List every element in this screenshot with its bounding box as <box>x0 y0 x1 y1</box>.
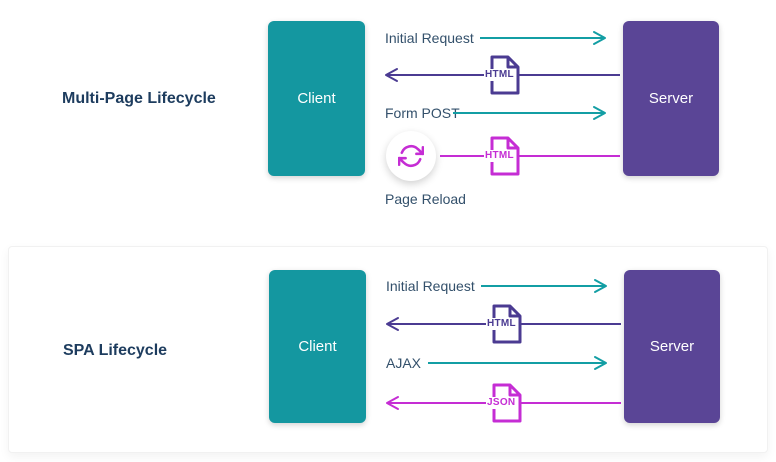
client-box-label: Client <box>297 90 336 107</box>
page-reload-label: Page Reload <box>385 191 466 207</box>
server-box: Server <box>624 270 720 423</box>
panel-spa-lifecycle: SPA Lifecycle Client Server Initial Requ… <box>8 246 768 453</box>
file-type-badge: HTML <box>484 69 515 81</box>
request-arrow-right-icon <box>428 356 607 370</box>
server-box-label: Server <box>649 338 695 355</box>
flow-label-initial-request: Initial Request <box>385 30 474 46</box>
server-box: Server <box>623 21 719 176</box>
flow-label-form-post: Form POST <box>385 105 460 121</box>
page-reload-icon <box>386 131 436 181</box>
request-arrow-right-icon <box>453 106 606 120</box>
html-file-icon: HTML <box>486 304 523 344</box>
html-file-icon: HTML <box>484 55 521 95</box>
flow-label-initial-request: Initial Request <box>386 278 475 294</box>
client-box: Client <box>268 21 365 176</box>
request-arrow-right-icon <box>481 279 607 293</box>
panel-multi-page-lifecycle: Multi-Page Lifecycle Client Server Initi… <box>62 21 719 207</box>
server-box-label: Server <box>648 90 694 107</box>
panel-title: Multi-Page Lifecycle <box>62 90 216 107</box>
client-box: Client <box>269 270 366 423</box>
panel-title: SPA Lifecycle <box>63 342 168 359</box>
file-type-badge: HTML <box>484 150 515 162</box>
html-file-icon: HTML <box>484 136 521 176</box>
file-type-badge: JSON <box>486 397 517 409</box>
reload-flow-line <box>440 155 620 157</box>
flow-label-ajax: AJAX <box>386 355 422 371</box>
refresh-icon <box>398 144 424 168</box>
file-type-badge: HTML <box>486 318 517 330</box>
client-box-label: Client <box>298 338 337 355</box>
json-file-icon: JSON <box>486 383 523 423</box>
request-arrow-right-icon <box>480 31 606 45</box>
